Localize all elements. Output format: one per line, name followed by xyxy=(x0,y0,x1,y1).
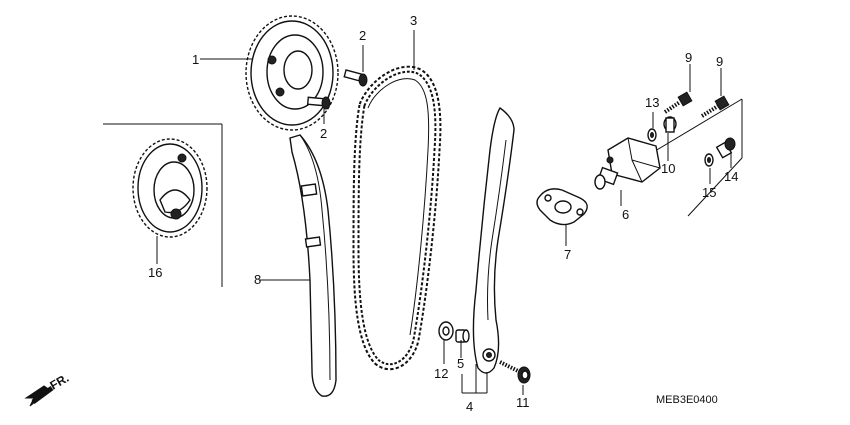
cam-sprocket-lower xyxy=(132,138,208,238)
washer-15 xyxy=(704,153,714,167)
callout-7: 7 xyxy=(564,247,571,262)
cam-chain xyxy=(352,65,442,371)
tensioner-gasket xyxy=(536,188,588,226)
callout-16: 16 xyxy=(148,265,162,280)
callout-6: 6 xyxy=(622,207,629,222)
callout-9-a: 9 xyxy=(685,50,692,65)
callout-4: 4 xyxy=(466,399,473,414)
sprocket-bolt-b xyxy=(306,96,331,110)
washer-12 xyxy=(438,321,454,341)
bolt-9-a xyxy=(663,91,693,114)
callout-12: 12 xyxy=(434,366,448,381)
callout-11: 11 xyxy=(516,395,530,410)
bolt-9-b xyxy=(700,95,730,118)
callout-3: 3 xyxy=(410,13,417,28)
tensioner-lifter xyxy=(594,137,661,190)
washer-13 xyxy=(647,128,657,142)
chain-guide-left xyxy=(289,134,337,397)
front-direction-arrow: FR. xyxy=(24,371,71,407)
diagram-code: MEB3E0400 xyxy=(656,394,718,406)
chain-tensioner-arm xyxy=(472,106,515,374)
sealing-bolt-14 xyxy=(715,137,736,159)
callout-2-a: 2 xyxy=(359,28,366,43)
sprocket-bolt-a xyxy=(343,69,368,87)
bolt-10 xyxy=(663,116,677,133)
callout-9-b: 9 xyxy=(716,54,723,69)
callout-2-b: 2 xyxy=(320,126,327,141)
callout-8: 8 xyxy=(254,272,261,287)
callout-14: 14 xyxy=(724,169,738,184)
callout-10: 10 xyxy=(661,161,675,176)
callout-13: 13 xyxy=(645,95,659,110)
callout-1: 1 xyxy=(192,52,199,67)
collar-5 xyxy=(455,329,470,343)
leader-lines xyxy=(156,30,732,395)
pivot-bolt-11 xyxy=(499,360,531,384)
callouts: 1 2 2 3 4 5 6 7 8 9 9 10 11 12 13 14 15 … xyxy=(148,13,738,414)
callout-5: 5 xyxy=(457,356,464,371)
callout-15: 15 xyxy=(702,185,716,200)
